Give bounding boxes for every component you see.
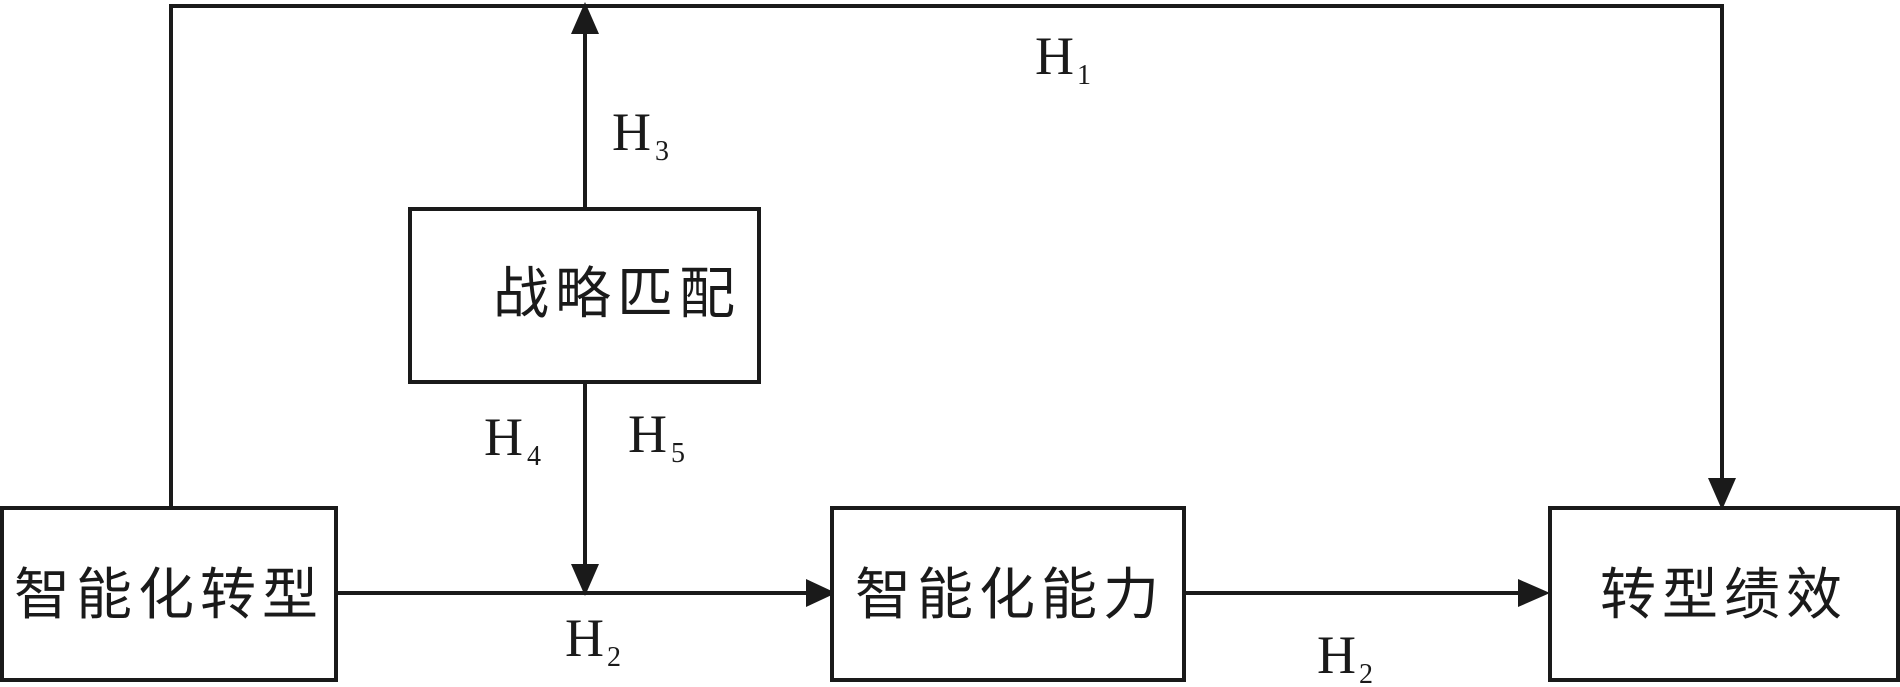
label-h2-right: H 2 xyxy=(1317,625,1373,687)
label-h5: H 5 xyxy=(628,404,685,469)
h2-left-arrowhead xyxy=(806,579,836,607)
h4-h5-arrowhead xyxy=(571,564,599,596)
node-transformation-performance-label: 转型绩效 xyxy=(1600,563,1848,628)
h3-arrowhead xyxy=(571,2,599,34)
node-strategic-match: 战略匹配 xyxy=(408,207,761,384)
node-intelligent-transformation-label: 智能化转型 xyxy=(14,563,324,628)
label-h2-right-main: H xyxy=(1317,625,1356,685)
label-h2-left: H 2 xyxy=(565,608,621,673)
label-h1-sub: 1 xyxy=(1077,60,1091,91)
label-h4: H 4 xyxy=(484,407,541,472)
h1-path-line xyxy=(169,4,1724,507)
label-h2-right-sub: 2 xyxy=(1359,659,1373,687)
label-h5-sub: 5 xyxy=(671,438,685,469)
node-transformation-performance: 转型绩效 xyxy=(1548,506,1900,682)
label-h3: H 3 xyxy=(612,102,669,167)
label-h1: H 1 xyxy=(1035,26,1091,91)
node-intelligent-capability-label: 智能化能力 xyxy=(855,563,1165,628)
h1-arrowhead xyxy=(1708,478,1736,510)
label-h3-main: H xyxy=(612,102,651,162)
label-h3-sub: 3 xyxy=(655,136,669,167)
label-h2-left-sub: 2 xyxy=(607,642,621,673)
label-h2-left-main: H xyxy=(565,608,604,668)
node-strategic-match-label: 战略匹配 xyxy=(493,262,741,327)
label-h4-sub: 4 xyxy=(527,441,541,472)
node-intelligent-transformation: 智能化转型 xyxy=(0,506,338,682)
node-intelligent-capability: 智能化能力 xyxy=(830,506,1186,682)
label-h4-main: H xyxy=(484,407,523,467)
label-h1-main: H xyxy=(1035,26,1074,86)
h2-right-arrowhead xyxy=(1518,579,1550,607)
label-h5-main: H xyxy=(628,404,667,464)
